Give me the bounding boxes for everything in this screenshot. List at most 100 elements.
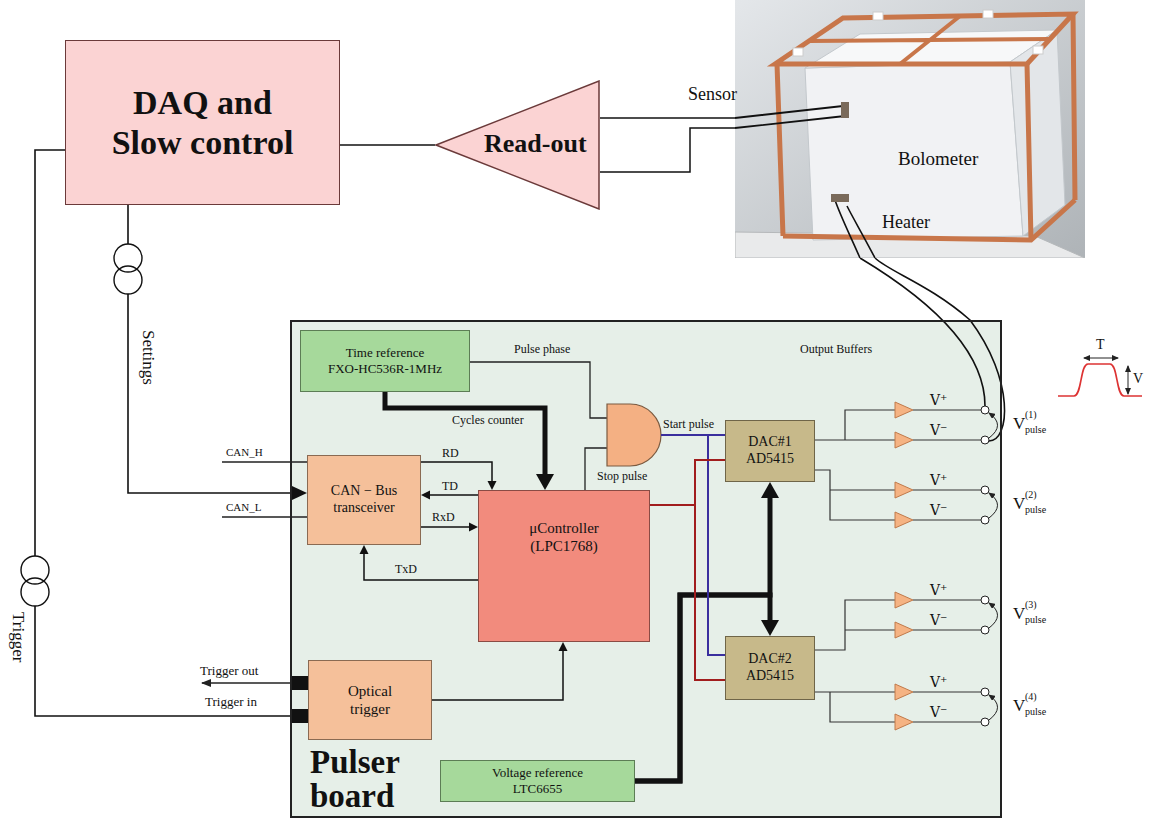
ptfe-clip: [983, 10, 993, 18]
microcontroller-box: μController (LPC1768): [478, 490, 650, 642]
connector: [128, 205, 307, 500]
pin-name: V⁺: [930, 472, 948, 488]
transformer-symbol: [114, 244, 142, 294]
optical-trigger-box: Optical trigger: [308, 660, 432, 740]
signal-name: Stop pulse: [597, 470, 647, 484]
ptfe-clip: [873, 12, 883, 20]
coil: [21, 556, 49, 584]
output-buffers: [895, 402, 998, 730]
dac-box: DAC#1 AD5415: [725, 420, 815, 482]
daq-box: DAQ and Slow control: [65, 40, 340, 205]
arrow-head: [421, 491, 430, 500]
text-word: Bolometer: [898, 148, 978, 169]
connector-line: [427, 494, 478, 496]
edge-label: Settings: [138, 330, 158, 385]
node-label: Optical trigger: [330, 682, 410, 718]
text-word: reference: [376, 345, 424, 360]
output-subscript: pulse: [1025, 504, 1046, 516]
copper-frame: [775, 14, 1073, 64]
can-transceiver-box: CAN − Bus transceiver: [307, 455, 421, 545]
triangle-shape: [436, 81, 599, 209]
text-word: DAC#1: [748, 434, 792, 449]
text-word: control: [190, 124, 293, 161]
text-word: CAN: [331, 483, 361, 498]
bolometer-photo: Bolometer: [735, 0, 1085, 258]
dimension-label: T: [1096, 337, 1105, 353]
block-caption: Output Buffers: [800, 343, 872, 357]
terminal: [981, 436, 989, 444]
sensor-wire: [735, 106, 845, 128]
text-word: trigger: [350, 701, 390, 717]
output-subscript: pulse: [1025, 424, 1046, 436]
width-arrow: [1084, 358, 1118, 359]
text-word: transceiver: [333, 500, 394, 515]
connector-line: [364, 551, 478, 580]
arrow-head: [761, 482, 779, 498]
voltage-arrow: [989, 603, 998, 628]
connector: [421, 462, 497, 490]
heater-wire: [860, 258, 985, 406]
text-word: DAC#2: [748, 651, 792, 666]
output-index: (2): [1025, 489, 1037, 501]
pin-name: V⁺: [930, 582, 948, 598]
arrow-head: [761, 620, 779, 636]
connector-line: [432, 648, 563, 700]
buffer-symbol: [895, 714, 913, 730]
dimension-label: V: [1133, 371, 1143, 387]
heater-chip: [831, 194, 849, 202]
pin-name: V⁺: [930, 392, 948, 408]
node-label: Pulser board: [310, 745, 430, 813]
output-symbol: V: [1013, 494, 1025, 514]
signal-name: CAN_H: [226, 446, 263, 459]
output-symbol: V: [1013, 604, 1025, 624]
ptfe-clip: [1033, 46, 1043, 54]
edge-label: TxD: [395, 563, 417, 577]
copper-frame: [809, 16, 1050, 64]
height-arrow: [1128, 366, 1129, 394]
text-word: −: [364, 483, 372, 498]
terminal: [981, 486, 989, 494]
buffer-symbol: [895, 592, 913, 608]
can-bus-wire: [222, 462, 308, 517]
copper-post: [777, 14, 1075, 240]
text-word: DAQ: [133, 84, 209, 121]
dac-box: DAC#2 AD5415: [725, 636, 815, 700]
stop-pulse-wire: [650, 460, 725, 680]
output-wire: [913, 410, 981, 722]
trigger-out-arrow: [202, 682, 292, 684]
terminal: [981, 718, 989, 726]
time-reference-box: Time reference FXO-HC536R-1MHz: [300, 330, 470, 392]
port-name: Trigger out: [200, 664, 258, 679]
copper-frame: [783, 200, 1075, 240]
connector: [421, 491, 478, 500]
text-word: board: [310, 778, 394, 814]
text-word: and: [217, 84, 272, 121]
connector-line: [600, 128, 735, 172]
arrow-head: [559, 642, 568, 651]
arrow-head: [536, 474, 554, 490]
bolometer-illustration: [735, 0, 1085, 258]
edge-label: TD: [442, 480, 458, 494]
voltage-arrow: [989, 695, 998, 720]
buffer-symbol: [895, 684, 913, 700]
buffer-symbol: [895, 622, 913, 638]
node-label: DAQ and Slow control: [103, 83, 303, 161]
connector: [432, 642, 568, 700]
text-word: Time: [346, 345, 373, 360]
buffer-symbol: [895, 402, 913, 418]
connector: [600, 118, 735, 119]
pulser-board: Pulser board Time reference FXO-HC536R-1M…: [290, 320, 1002, 818]
terminal: [981, 688, 989, 696]
connector-line: [421, 526, 472, 528]
edge-label: Trigger: [8, 612, 28, 662]
connector: [35, 150, 308, 723]
text-word: LTC6655: [513, 781, 562, 796]
connector-line: [35, 150, 298, 716]
coil: [114, 266, 142, 294]
pin-name: V⁻: [930, 704, 948, 720]
heater-wire: [835, 200, 875, 258]
pulse-shape: [1058, 358, 1142, 396]
node-label: μController (LPC1768): [509, 519, 619, 555]
connector: [360, 545, 479, 580]
arrow-head: [488, 481, 497, 490]
